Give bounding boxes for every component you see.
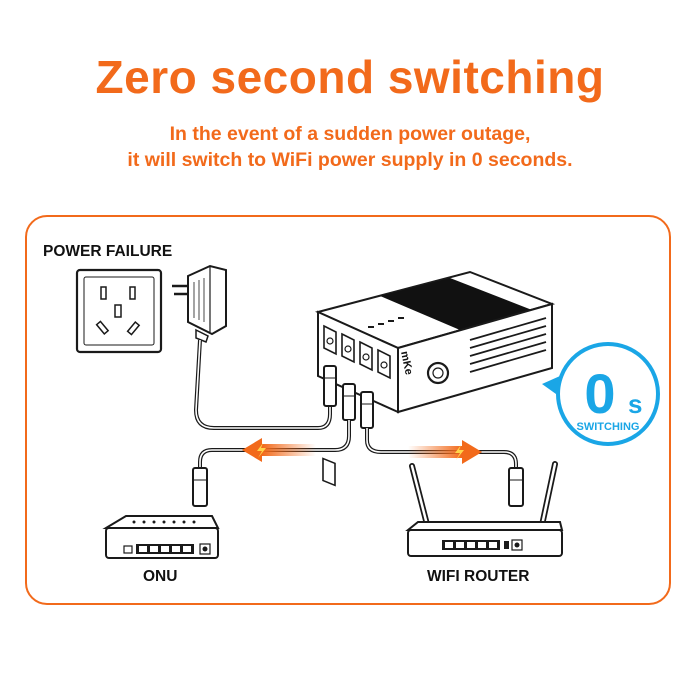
diagram-panel <box>25 215 671 605</box>
dc-plug-input <box>323 365 337 407</box>
dc-plug-onu <box>192 467 208 507</box>
badge-caption: SWITCHING <box>577 421 640 433</box>
subtitle-line-1: In the event of a sudden power outage, <box>169 123 531 145</box>
brand-logo: mKe <box>398 350 415 376</box>
lightning-arrow-icon <box>242 438 316 462</box>
power-adapter-icon <box>172 264 227 343</box>
wifi-router-icon <box>405 461 564 557</box>
mini-ups-icon: mKe <box>315 270 556 487</box>
badge-number: 0 <box>584 362 615 425</box>
power-failure-label: POWER FAILURE <box>43 243 173 260</box>
onu-icon <box>102 515 220 559</box>
dc-plug-router <box>508 467 524 507</box>
dc-plug-output-2 <box>360 391 374 429</box>
page-subtitle: In the event of a sudden power outage, i… <box>0 121 700 173</box>
subtitle-line-2: it will switch to WiFi power supply in 0… <box>127 149 573 171</box>
lightning-arrow-icon <box>408 440 482 464</box>
switching-badge: 0 s SWITCHING <box>542 342 660 446</box>
badge-unit: s <box>628 389 642 419</box>
power-socket-icon <box>75 268 163 354</box>
wifi-router-label: WIFI ROUTER <box>427 568 530 585</box>
onu-label: ONU <box>143 568 178 585</box>
page-title: Zero second switching <box>95 51 605 103</box>
dc-plug-output-1 <box>342 383 356 421</box>
